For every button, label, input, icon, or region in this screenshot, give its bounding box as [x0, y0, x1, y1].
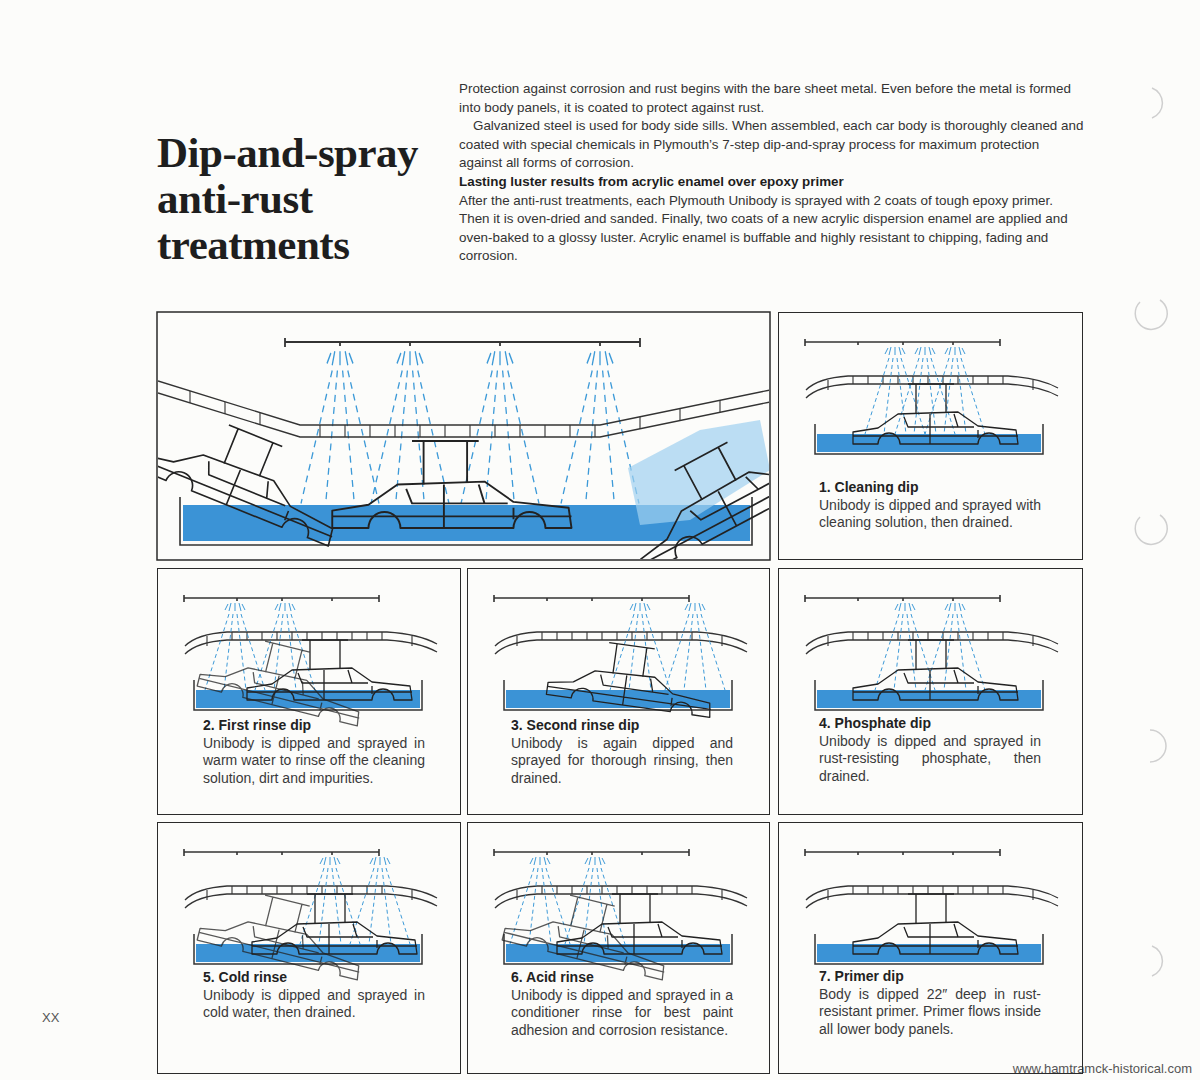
subheading: Lasting luster results from acrylic enam…	[459, 173, 1085, 192]
binder-holes	[1135, 88, 1167, 976]
step-description: Unibody is again dipped and sprayed for …	[511, 735, 733, 788]
step-description: Body is dipped 22″ deep in rust-resistan…	[819, 986, 1041, 1039]
cold-rinse-scene	[184, 849, 437, 980]
step-panel: 4. Phosphate dipUnibody is dipped and sp…	[778, 568, 1083, 815]
step-description: Unibody is dipped and sprayed in cold wa…	[203, 987, 425, 1022]
step-heading: 1. Cleaning dip	[819, 479, 1041, 497]
intro-paragraph: Galvanized steel is used for body side s…	[459, 117, 1085, 173]
step-description: Unibody is dipped and sprayed in warm wa…	[203, 735, 425, 788]
first-rinse-scene	[184, 595, 437, 726]
step-text: 2. First rinse dipUnibody is dipped and …	[203, 717, 425, 787]
second-rinse-scene	[494, 595, 747, 717]
intro-paragraph: After the anti-rust treatments, each Ply…	[459, 192, 1085, 266]
acid-rinse-scene	[494, 849, 747, 980]
step-panel: 6. Acid rinseUnibody is dipped and spray…	[467, 822, 770, 1074]
step-description: Unibody is dipped and sprayed in a condi…	[511, 987, 733, 1040]
intro-paragraph: Protection against corrosion and rust be…	[459, 80, 1085, 117]
step-text: 6. Acid rinseUnibody is dipped and spray…	[511, 969, 733, 1039]
primer-dip-scene	[805, 849, 1058, 964]
step-heading: 2. First rinse dip	[203, 717, 425, 735]
main-dip-tank	[137, 312, 837, 573]
cleaning-dip-scene	[805, 339, 1058, 454]
step-text: 7. Primer dipBody is dipped 22″ deep in …	[819, 968, 1041, 1038]
step-description: Unibody is dipped and sprayed in rust-re…	[819, 733, 1041, 786]
step-panel: 2. First rinse dipUnibody is dipped and …	[157, 568, 461, 815]
step-text: 3. Second rinse dipUnibody is again dipp…	[511, 717, 733, 787]
step-heading: 7. Primer dip	[819, 968, 1041, 986]
step-heading: 6. Acid rinse	[511, 969, 733, 987]
step-text: 4. Phosphate dipUnibody is dipped and sp…	[819, 715, 1041, 785]
step-text: 1. Cleaning dipUnibody is dipped and spr…	[819, 479, 1041, 532]
watermark: www.hamtramck-historical.com	[1013, 1061, 1192, 1077]
page-title: Dip-and-spray anti-rust treatments	[157, 130, 457, 268]
step-panel: 7. Primer dipBody is dipped 22″ deep in …	[778, 822, 1083, 1074]
intro-text: Protection against corrosion and rust be…	[459, 80, 1085, 266]
step-panel: 5. Cold rinseUnibody is dipped and spray…	[157, 822, 461, 1074]
step-description: Unibody is dipped and sprayed with clean…	[819, 497, 1041, 532]
step-panel: 1. Cleaning dipUnibody is dipped and spr…	[778, 312, 1083, 560]
step-panel: 3. Second rinse dipUnibody is again dipp…	[467, 568, 770, 815]
step-text: 5. Cold rinseUnibody is dipped and spray…	[203, 969, 425, 1022]
page-number: XX	[42, 1010, 59, 1026]
step-heading: 4. Phosphate dip	[819, 715, 1041, 733]
step-heading: 3. Second rinse dip	[511, 717, 733, 735]
phosphate-dip-scene	[805, 595, 1058, 710]
step-heading: 5. Cold rinse	[203, 969, 425, 987]
